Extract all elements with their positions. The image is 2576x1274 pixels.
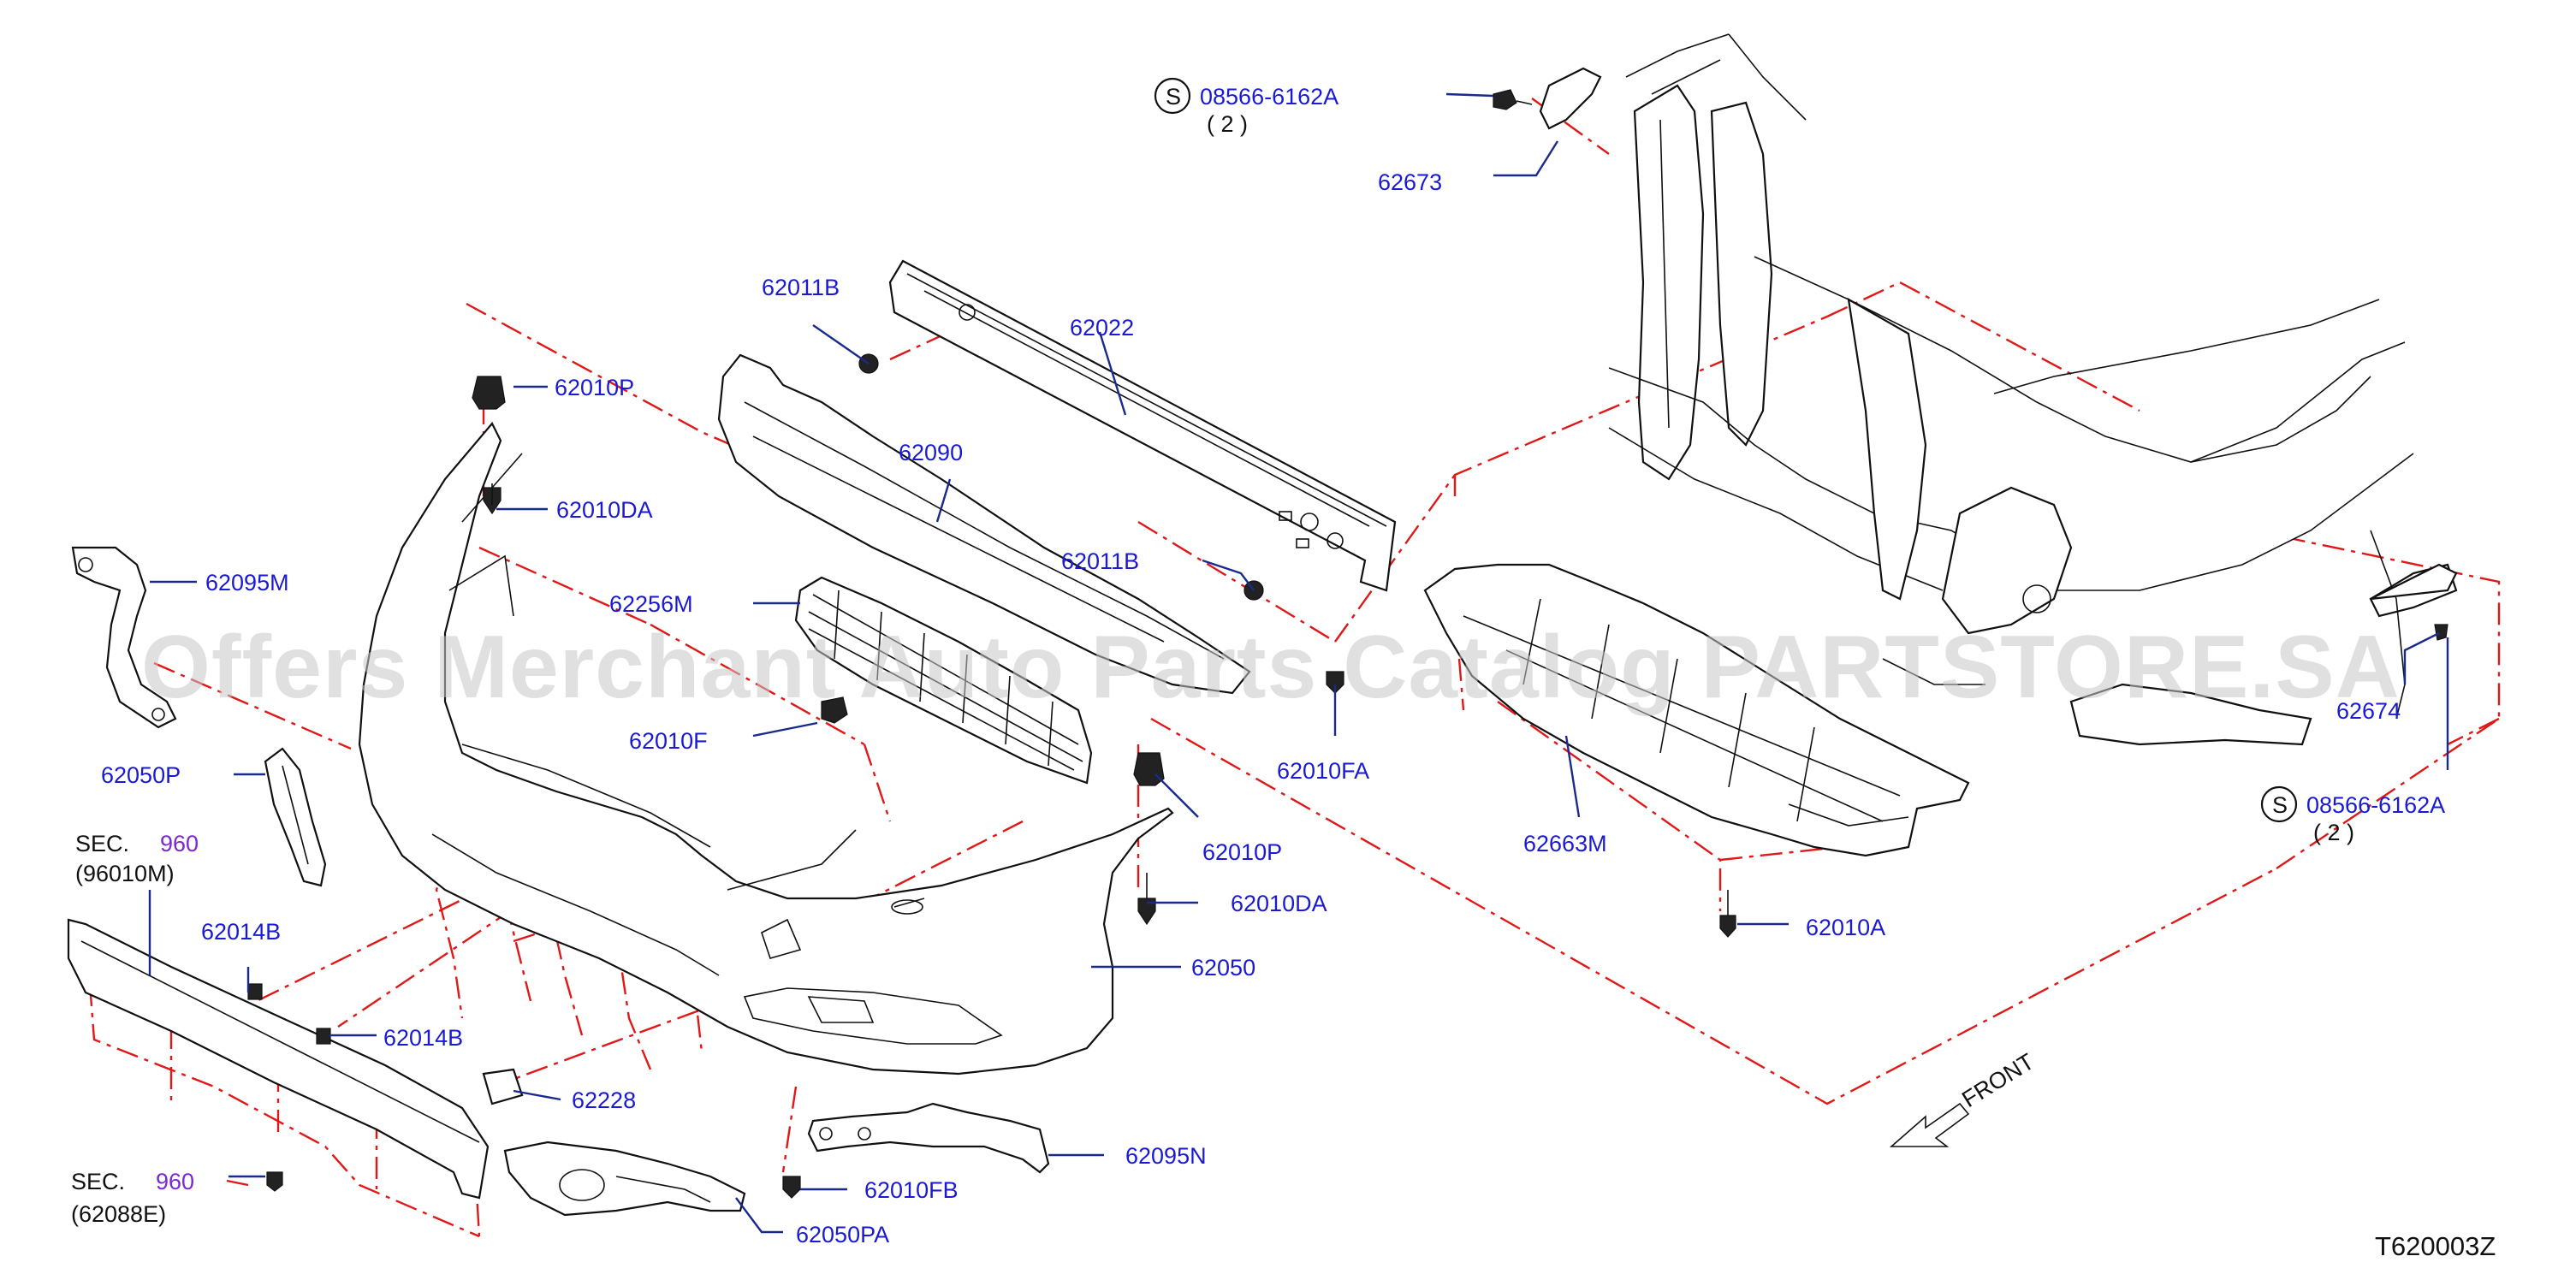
bumper-fascia-62050: [358, 422, 1174, 1075]
screw-top-qty: ( 2 ): [1207, 111, 1248, 137]
label-62095N: 62095N: [1125, 1143, 1207, 1169]
sec-bottom-prefix: SEC.: [71, 1169, 125, 1194]
screw-symbol-icon: [2260, 785, 2298, 823]
screw-callout-right: S 08566-6162A ( 2 ): [2260, 785, 2445, 845]
sec-bottom-ref: (62088E): [71, 1201, 166, 1227]
label-62010A: 62010A: [1806, 915, 1885, 940]
label-62090: 62090: [899, 440, 963, 465]
label-62022: 62022: [1070, 315, 1134, 341]
reinforcement-beam-62022: [888, 259, 1397, 592]
sec-bottom-number: 960: [156, 1169, 194, 1194]
sec-top-ref: (96010M): [75, 861, 175, 886]
label-62014B-bot: 62014B: [383, 1025, 463, 1051]
label-62010F: 62010F: [629, 728, 708, 754]
label-62010P-top: 62010P: [555, 375, 634, 400]
label-62010DA-top: 62010DA: [556, 497, 653, 523]
label-62095M: 62095M: [205, 570, 289, 596]
bracket-62095N: [807, 1102, 1050, 1174]
leader-lines: [148, 92, 2449, 1234]
undercover-62663M: [1423, 563, 1970, 857]
screw-top-part: 08566-6162A: [1200, 84, 1338, 110]
sec-reference-bottom: SEC. 960 (62088E): [71, 1169, 194, 1227]
label-62050PA: 62050PA: [796, 1222, 889, 1247]
watermark-text: Offers Merchant Auto Parts Catalog PARTS…: [141, 618, 2401, 717]
label-62014B-top: 62014B: [201, 919, 281, 945]
screw-top-symbol: S: [1166, 84, 1181, 110]
label-62010FA: 62010FA: [1277, 758, 1369, 784]
fog-cover-62050PA: [503, 1141, 746, 1217]
screw-right-part: 08566-6162A: [2306, 792, 2445, 818]
fasteners: [247, 67, 2458, 1199]
label-62010P-bot: 62010P: [1202, 839, 1282, 865]
lower-trim-96010M: [67, 918, 490, 1200]
screw-callout-top: S 08566-6162A ( 2 ): [1154, 77, 1338, 137]
screw-right-symbol: S: [2272, 792, 2288, 818]
label-62010FB: 62010FB: [864, 1177, 959, 1203]
label-62674: 62674: [2336, 698, 2401, 724]
sec-top-prefix: SEC.: [75, 831, 129, 856]
bumper-bracket-62050P: [264, 747, 327, 887]
label-62663M: 62663M: [1523, 831, 1607, 856]
sec-top-number: 960: [160, 831, 199, 856]
sec-reference-top: SEC. 960 (96010M): [75, 831, 199, 886]
label-62010DA-bot: 62010DA: [1231, 891, 1327, 916]
front-direction-indicator: FRONT: [1889, 1048, 2039, 1147]
label-62050P: 62050P: [101, 762, 181, 788]
screw-symbol-icon: [1154, 77, 1191, 115]
energy-absorber-62090: [717, 353, 1251, 695]
lower-grille-62256M: [794, 576, 1093, 785]
label-62011B-top: 62011B: [762, 275, 840, 300]
front-label: FRONT: [1957, 1048, 2039, 1112]
label-62050: 62050: [1191, 955, 1255, 981]
screw-right-qty: ( 2 ): [2313, 820, 2354, 845]
label-62673: 62673: [1378, 169, 1442, 195]
label-62228: 62228: [572, 1087, 636, 1113]
vehicle-body-structure: [1608, 33, 2458, 746]
diagram-code: T620003Z: [2375, 1231, 2496, 1261]
bracket-62095M: [71, 546, 177, 729]
part-labels: 62673 62011B 62022 62010P 62090 62010DA …: [101, 169, 2401, 1247]
label-62256M: 62256M: [609, 591, 693, 617]
label-62011B-mid: 62011B: [1061, 548, 1139, 574]
